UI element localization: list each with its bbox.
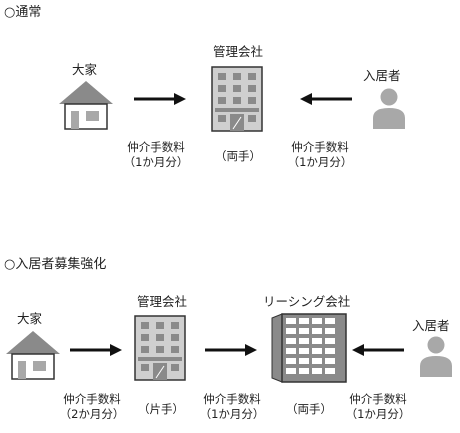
house-icon: [6, 331, 60, 380]
section2-company-label: 管理会社: [137, 294, 188, 309]
office-building-icon: [134, 315, 186, 381]
arrow-right-icon: [70, 344, 122, 356]
section2-company-note: （片手）: [138, 402, 184, 416]
section2-tenant-fee: 仲介手数料 （1か月分）: [345, 392, 411, 422]
section1-landlord-label: 大家: [72, 62, 98, 77]
section2-tenant-fee-line2: （1か月分）: [345, 406, 411, 421]
section2-tenant-fee-line1: 仲介手数料: [349, 392, 407, 406]
section1-tenant-fee-line2: （1か月分）: [287, 154, 353, 169]
section1-landlord-fee: 仲介手数料 （1か月分）: [123, 140, 189, 170]
section2-landlord-fee-line2: （2か月分）: [59, 406, 125, 421]
arrow-right-icon: [205, 344, 257, 356]
section2-company-fee: 仲介手数料 （1か月分）: [199, 392, 265, 422]
section2-landlord-fee: 仲介手数料 （2か月分）: [59, 392, 125, 422]
section1-company-note: （両手）: [215, 149, 261, 163]
section1-tenant-fee: 仲介手数料 （1か月分）: [287, 140, 353, 170]
section1-tenant-fee-line1: 仲介手数料: [291, 140, 349, 154]
section2-leasing-note: （両手）: [286, 402, 332, 416]
section2-landlord-fee-line1: 仲介手数料: [63, 392, 121, 406]
section1-heading: ○通常: [4, 5, 42, 20]
arrow-left-icon: [352, 344, 404, 356]
arrow-left-icon: [300, 93, 352, 105]
section2-company-fee-line1: 仲介手数料: [203, 392, 261, 406]
office-building-icon: [211, 66, 263, 132]
person-icon: [373, 88, 405, 129]
section1-tenant-label: 入居者: [363, 68, 401, 83]
section2-landlord-label: 大家: [17, 311, 43, 326]
section1-landlord-fee-line2: （1か月分）: [123, 154, 189, 169]
house-icon: [59, 81, 113, 130]
section1-landlord-fee-line1: 仲介手数料: [127, 140, 185, 154]
section1-company-label: 管理会社: [213, 44, 264, 59]
person-icon: [420, 336, 452, 377]
arrow-right-icon: [134, 93, 186, 105]
tall-building-icon: [271, 313, 347, 383]
section2-leasing-label: リーシング会社: [263, 294, 351, 309]
section2-company-fee-line2: （1か月分）: [199, 406, 265, 421]
section2-heading: ○入居者募集強化: [4, 257, 107, 272]
section2-tenant-label: 入居者: [412, 318, 450, 333]
